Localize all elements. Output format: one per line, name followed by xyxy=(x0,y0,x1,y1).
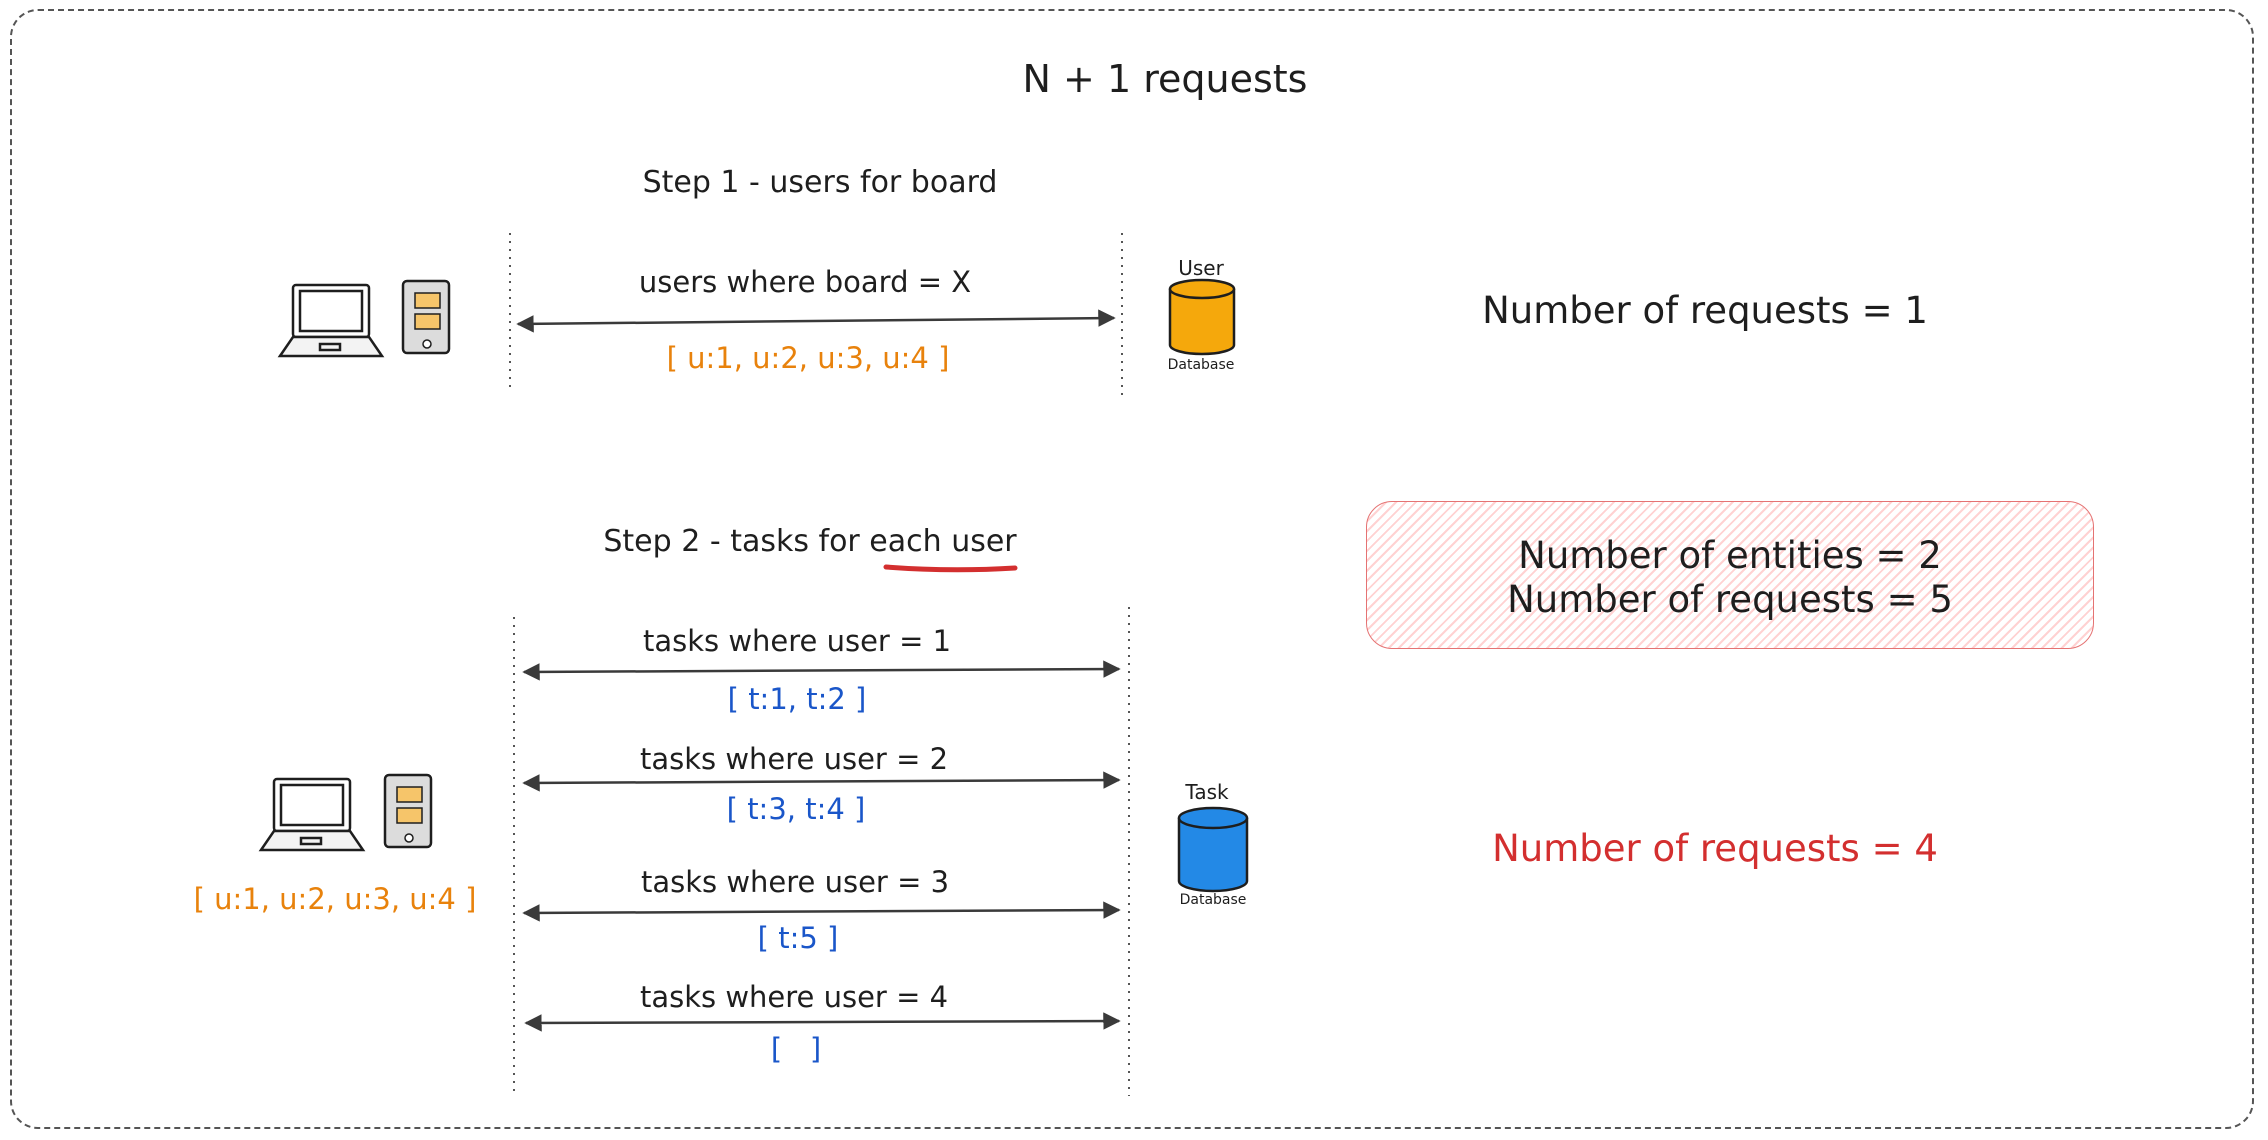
tablet-icon xyxy=(383,773,433,849)
entities-count: Number of entities = 2 xyxy=(1518,534,1942,577)
step1-requests-count: Number of requests = 1 xyxy=(1482,289,1928,332)
step1-heading: Step 1 - users for board xyxy=(642,165,998,200)
task-db-entity-label: Task xyxy=(1185,780,1229,804)
task-result-1: [ t:1, t:2 ] xyxy=(727,682,867,716)
step2-heading-emphasis: each user xyxy=(869,524,1017,559)
step2-heading-prefix: Step 2 - tasks for xyxy=(603,524,870,559)
user-database-icon xyxy=(1168,278,1236,356)
diagram-title: N + 1 requests xyxy=(1022,57,1308,101)
total-requests-count: Number of requests = 5 xyxy=(1507,578,1953,621)
emphasis-underline xyxy=(883,564,1018,573)
user-db-label: Database xyxy=(1167,357,1235,373)
step1-result: [ u:1, u:2, u:3, u:4 ] xyxy=(666,341,950,375)
task-query-4: tasks where user = 4 xyxy=(639,980,949,1014)
task-arrow-2 xyxy=(522,771,1121,792)
task-db-label: Database xyxy=(1179,892,1247,908)
task-arrow-4 xyxy=(524,1012,1121,1032)
laptop-icon xyxy=(258,777,366,852)
task-query-1: tasks where user = 1 xyxy=(642,624,952,658)
user-db-entity-label: User xyxy=(1178,256,1224,280)
laptop-icon xyxy=(277,283,385,358)
task-arrow-3 xyxy=(522,901,1121,922)
step1-query: users where board = X xyxy=(638,265,972,299)
task-result-4: [ ] xyxy=(770,1032,822,1066)
task-result-3: [ t:5 ] xyxy=(757,921,839,955)
client-user-list: [ u:1, u:2, u:3, u:4 ] xyxy=(193,882,477,916)
task-database-icon xyxy=(1177,806,1249,893)
step2-requests-count: Number of requests = 4 xyxy=(1492,827,1938,870)
task-query-2: tasks where user = 2 xyxy=(639,742,949,776)
task-arrow-1 xyxy=(522,660,1121,681)
task-result-2: [ t:3, t:4 ] xyxy=(726,792,866,826)
task-query-3: tasks where user = 3 xyxy=(640,865,950,899)
summary-warning-box: Number of entities = 2 Number of request… xyxy=(1366,501,2094,649)
step1-arrow xyxy=(516,309,1116,333)
tablet-icon xyxy=(401,279,451,355)
step2-heading: Step 2 - tasks for each user xyxy=(603,527,1016,557)
diagram-frame xyxy=(10,9,2254,1129)
